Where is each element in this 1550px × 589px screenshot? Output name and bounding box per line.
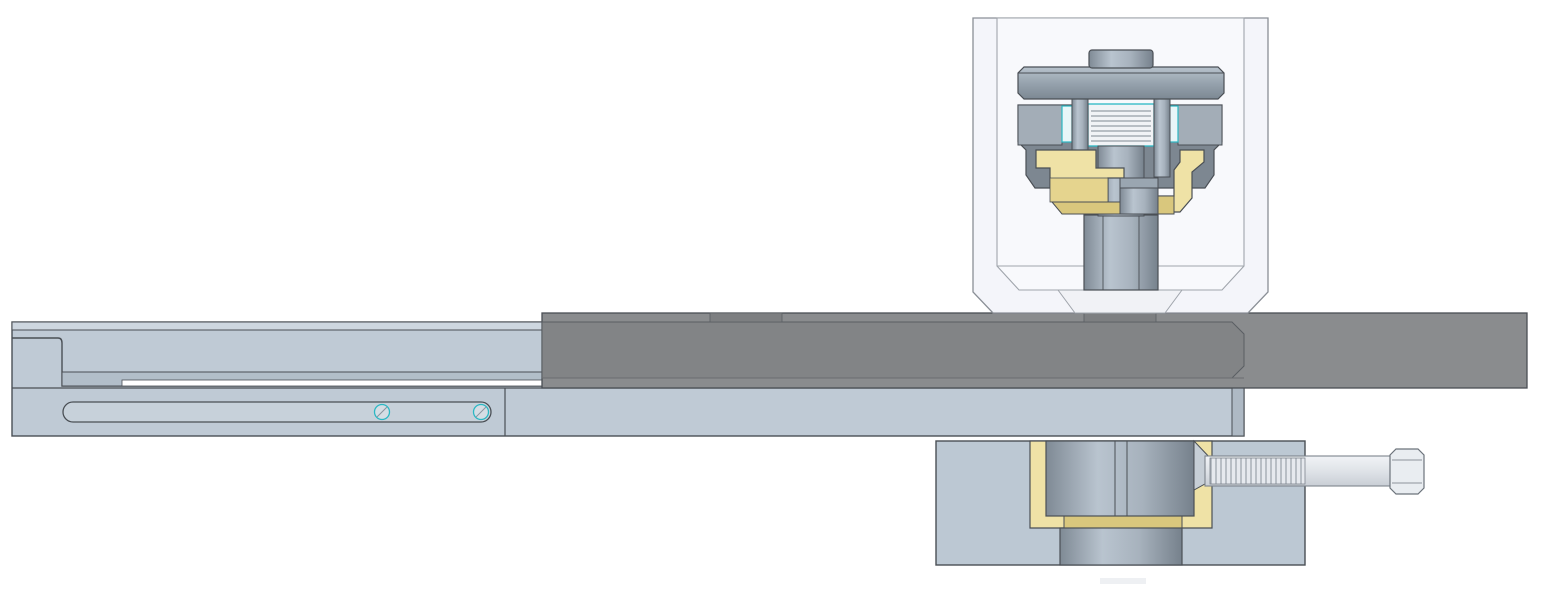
slide-rail-step (12, 337, 542, 387)
slot-pin-left (373, 403, 391, 421)
guide-plate-inner-bar (541, 321, 1245, 379)
guide-plate (541, 312, 1528, 389)
bottom-marker (1100, 578, 1146, 584)
collet-center-ring (1119, 177, 1159, 189)
lower-bushing-ring (1063, 515, 1183, 529)
cap-post-right (1153, 98, 1171, 178)
spring-left (1061, 105, 1073, 143)
slot-pin-right (472, 403, 490, 421)
collet-left-shade (1049, 177, 1109, 203)
top-housing-neck (1057, 289, 1183, 314)
slide-rail-end-block (1231, 385, 1245, 437)
spindle-lower (1083, 214, 1159, 291)
slide-rail-top-edge (11, 321, 543, 331)
cap-body-left-wall (1017, 104, 1063, 146)
lower-bore (1059, 527, 1183, 566)
cap-thread-lines (1091, 110, 1151, 142)
slide-rail-slot (62, 401, 492, 423)
lower-shaft (1045, 440, 1195, 517)
cap-top-disk (1017, 66, 1225, 100)
cap-center-threads (1087, 103, 1155, 147)
brass-collet (1035, 149, 1205, 215)
lower-block (935, 439, 1306, 566)
cap-body-right-wall (1177, 104, 1223, 146)
collet-left-base (1050, 201, 1123, 215)
guide-plate-top-ridge-2 (1083, 312, 1157, 323)
screw-thread (1209, 457, 1306, 485)
cap-top-knob (1088, 49, 1154, 69)
adjust-screw (1204, 448, 1425, 495)
slide-rail-gap (121, 379, 543, 387)
screw-hex-head (1389, 448, 1425, 495)
collet-center-ring-2 (1119, 187, 1159, 215)
guide-plate-top-ridge-1 (709, 312, 783, 323)
